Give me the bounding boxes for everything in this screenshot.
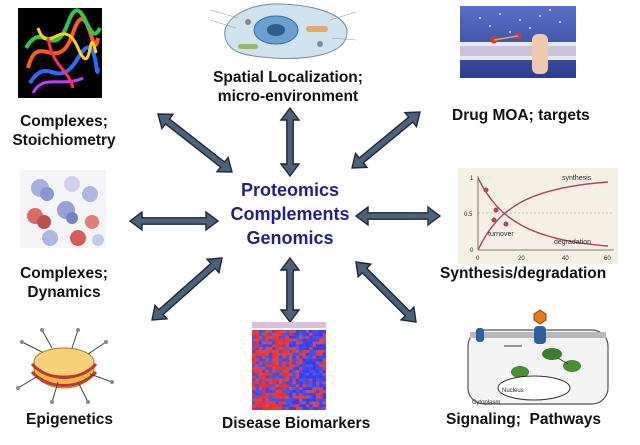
x-tick-20: 20 bbox=[518, 256, 525, 262]
degradation-curve-label: degradation bbox=[554, 239, 591, 246]
label-spatial: Spatial Localization; micro-environment bbox=[190, 68, 386, 106]
label-complexes-dyn-line-2: Dynamics bbox=[27, 284, 101, 301]
arrow-right bbox=[354, 205, 442, 227]
y-tick-1: 1 bbox=[470, 176, 474, 182]
drug-membrane-image bbox=[460, 6, 576, 78]
label-signaling: Signaling; Pathways bbox=[446, 411, 602, 428]
arrow-down-left bbox=[151, 257, 223, 321]
label-epigenetics: Epigenetics bbox=[26, 411, 113, 428]
nucleosome-image bbox=[8, 322, 120, 408]
arrow-left bbox=[128, 210, 220, 232]
arrow-up bbox=[279, 106, 301, 178]
y-tick-0.5: 0.5 bbox=[464, 212, 473, 218]
heatmap-image bbox=[252, 322, 326, 410]
label-complexes-stoich-line-1: Complexes; bbox=[20, 113, 108, 130]
label-complexes-dyn: Complexes; Dynamics bbox=[10, 264, 118, 302]
label-drug: Drug MOA; targets bbox=[452, 107, 590, 124]
protein-ribbon-image bbox=[18, 8, 102, 98]
signaling-cell-image: Nucleus Cytoplasm bbox=[464, 308, 612, 408]
center-title: Proteomics Complements Genomics bbox=[200, 178, 380, 250]
x-tick-40: 40 bbox=[562, 256, 569, 262]
label-complexes-stoich-line-2: Stoichiometry bbox=[12, 132, 116, 149]
y-tick-0: 0 bbox=[470, 248, 474, 254]
arrow-down-right bbox=[355, 261, 417, 323]
nucleus-label: Nucleus bbox=[502, 388, 524, 394]
center-line-2: Complements bbox=[230, 204, 350, 224]
x-tick-60: 60 bbox=[604, 256, 611, 262]
cell-localization-image bbox=[208, 0, 358, 62]
label-spatial-line-2: micro-environment bbox=[217, 88, 359, 105]
arrow-down bbox=[279, 256, 301, 324]
label-biomarkers: Disease Biomarkers bbox=[222, 415, 371, 432]
label-spatial-line-1: Spatial Localization; bbox=[213, 69, 363, 86]
complex-dynamics-image bbox=[20, 170, 106, 248]
center-line-1: Proteomics bbox=[240, 180, 340, 200]
center-line-3: Genomics bbox=[246, 228, 334, 248]
label-synthesis: Synthesis/degradation bbox=[440, 265, 607, 282]
label-complexes-stoich: Complexes; Stoichiometry bbox=[8, 112, 120, 150]
label-complexes-dyn-line-1: Complexes; bbox=[20, 265, 108, 282]
arrow-up-right bbox=[351, 111, 421, 169]
arrow-up-left bbox=[157, 113, 233, 173]
synthesis-curve-label: synthesis bbox=[562, 175, 592, 182]
cytoplasm-label: Cytoplasm bbox=[472, 400, 500, 406]
turnover-curve-label: turnover bbox=[488, 231, 514, 238]
synthesis-chart-image: synthesis turnover degradation 1 0.5 0 0… bbox=[458, 168, 618, 264]
x-tick-0: 0 bbox=[476, 256, 480, 262]
